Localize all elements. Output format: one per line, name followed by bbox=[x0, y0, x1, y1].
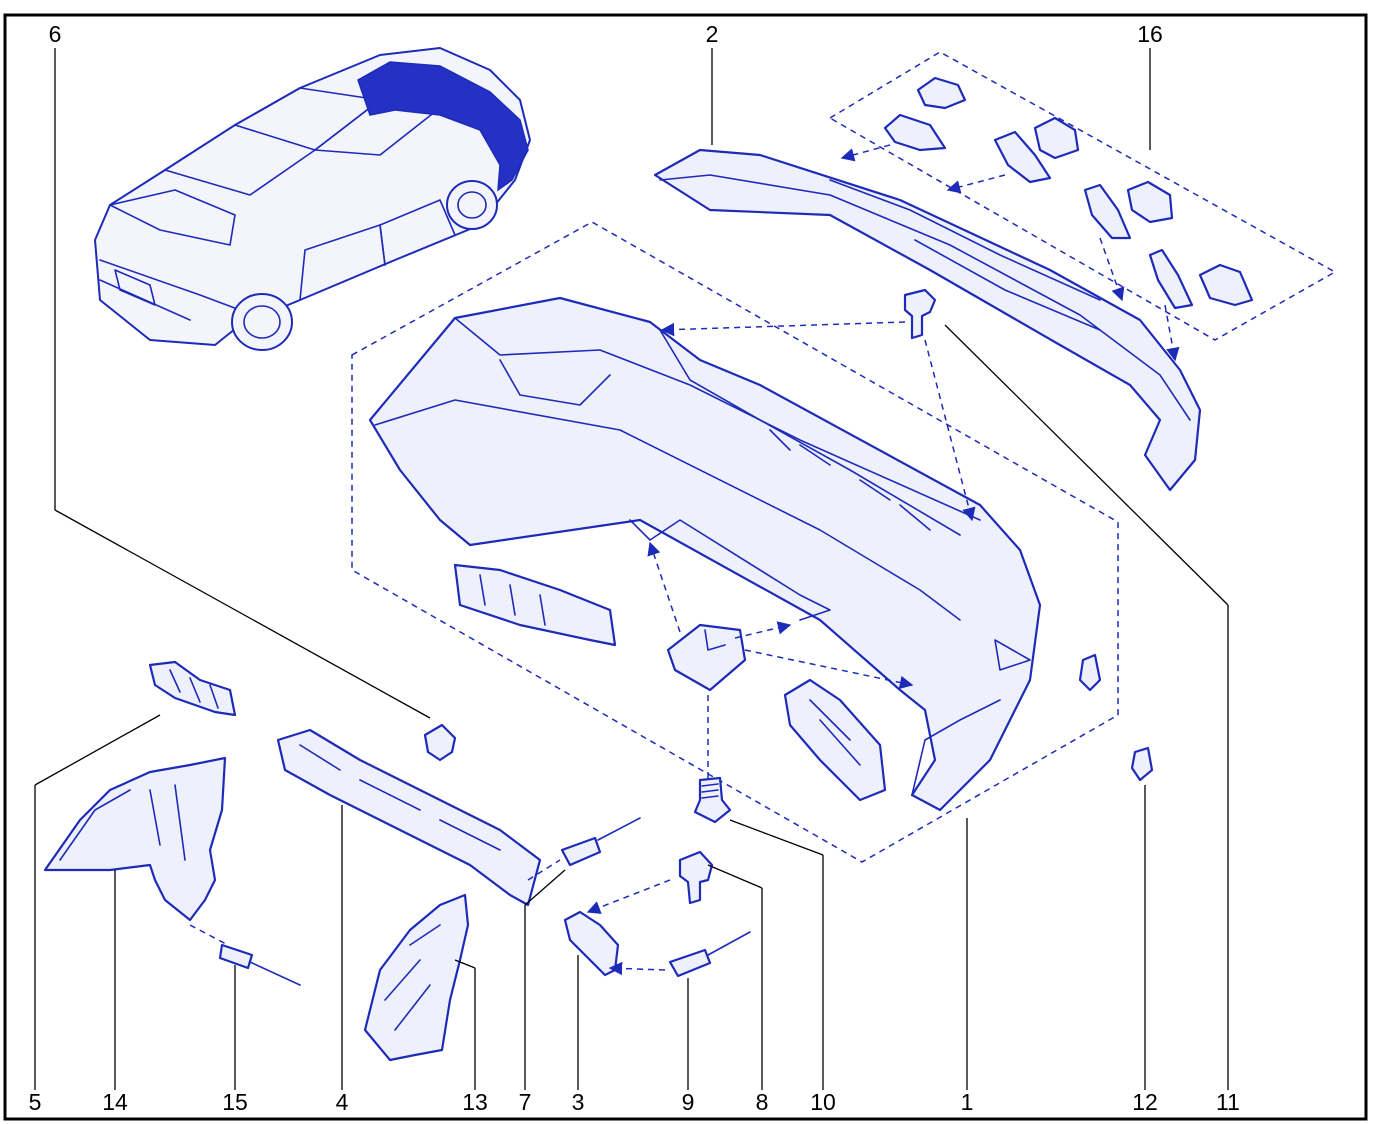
car-illustration bbox=[94, 47, 531, 351]
screw-10 bbox=[693, 776, 732, 824]
label-13: 13 bbox=[462, 1089, 488, 1115]
cover-12 bbox=[1078, 653, 1154, 782]
rear-diffuser bbox=[653, 148, 1202, 492]
center-clip bbox=[666, 623, 747, 692]
rivet-9 bbox=[668, 931, 751, 978]
label-9: 9 bbox=[682, 1089, 695, 1115]
fastener-11 bbox=[903, 288, 937, 340]
bumper-assembly-zone bbox=[351, 221, 1119, 863]
label-6: 6 bbox=[49, 21, 62, 47]
right-side-bracket-large bbox=[783, 678, 887, 802]
label-7: 7 bbox=[519, 1089, 532, 1115]
label-16: 16 bbox=[1137, 21, 1163, 47]
label-3: 3 bbox=[572, 1089, 585, 1115]
label-12: 12 bbox=[1132, 1089, 1158, 1115]
label-4: 4 bbox=[336, 1089, 349, 1115]
clip-6 bbox=[423, 723, 457, 762]
car-rear-bumper-highlight bbox=[357, 61, 529, 192]
label-10: 10 bbox=[810, 1089, 836, 1115]
assembly-arrows bbox=[189, 144, 1180, 976]
fastener-8 bbox=[678, 850, 714, 905]
bracket-14 bbox=[43, 756, 227, 922]
leader-lines bbox=[34, 48, 1229, 1090]
label-11: 11 bbox=[1216, 1089, 1240, 1115]
rivet-15 bbox=[218, 943, 301, 986]
part-number-labels: 6 2 16 5 14 15 4 13 7 3 9 8 10 1 12 11 bbox=[29, 21, 1240, 1115]
beam-4 bbox=[276, 728, 542, 907]
bracket-3 bbox=[563, 910, 620, 977]
bracket-5 bbox=[148, 660, 237, 717]
label-1: 1 bbox=[961, 1089, 974, 1115]
diagram-frame bbox=[3, 13, 1368, 1121]
part-16-brackets bbox=[883, 76, 1254, 310]
rear-bumper-cover bbox=[368, 296, 1042, 812]
label-2: 2 bbox=[706, 21, 719, 47]
label-8: 8 bbox=[756, 1089, 769, 1115]
left-side-bracket-large bbox=[453, 563, 617, 647]
bracket-13 bbox=[363, 893, 470, 1062]
label-15: 15 bbox=[222, 1089, 248, 1115]
label-14: 14 bbox=[102, 1089, 128, 1115]
label-5: 5 bbox=[29, 1089, 42, 1115]
rivet-7 bbox=[560, 817, 641, 867]
